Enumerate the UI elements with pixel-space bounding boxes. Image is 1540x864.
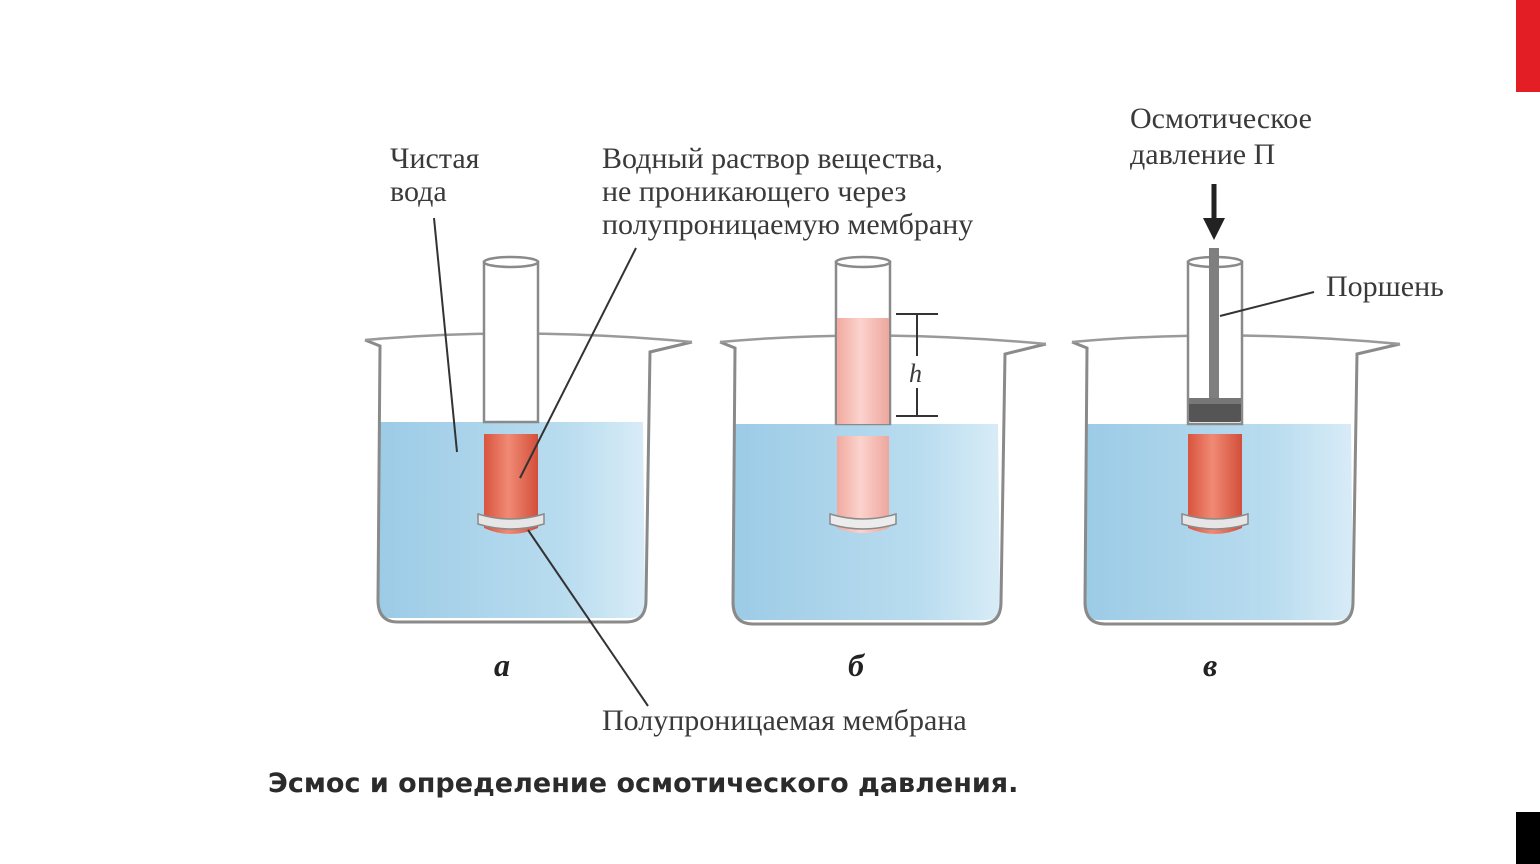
label-h: h (909, 359, 922, 388)
label-solution-1: Водный раствор вещества, (602, 142, 943, 175)
panel-letter-a: а (494, 647, 510, 683)
leader-piston (1219, 291, 1315, 317)
slide-accent-bar-bottom (1516, 812, 1540, 864)
panel-letter-b: б (848, 647, 866, 683)
piston (1189, 248, 1241, 422)
leader-membrane (527, 529, 649, 707)
label-solution-3: полупроницаемую мембрану (602, 208, 973, 241)
leader-lines (433, 217, 1315, 707)
label-piston: Поршень (1326, 270, 1444, 303)
membrane-ring-b (829, 512, 897, 530)
label-osmotic-2: давление П (1130, 138, 1275, 171)
label-pure-water-1: Чистая (390, 142, 480, 175)
tube-b (829, 255, 897, 533)
figure-caption: Эсмос и определение осмотического давлен… (268, 768, 1019, 799)
slide-accent-bar-top (1516, 0, 1540, 92)
membrane-ring-a (477, 512, 545, 530)
pressure-arrow (1203, 184, 1225, 240)
label-solution-2: не проникающего через (602, 175, 906, 208)
leader-pure-water (433, 217, 458, 453)
label-membrane: Полупроницаемая мембрана (602, 704, 967, 737)
label-osmotic-1: Осмотическое (1130, 102, 1312, 135)
leader-solution (519, 247, 637, 479)
membrane-ring-c (1181, 512, 1249, 530)
height-marker-h (896, 313, 938, 417)
panel-letter-c: в (1203, 647, 1217, 683)
label-pure-water-2: вода (390, 175, 447, 208)
tube-a (477, 255, 545, 534)
